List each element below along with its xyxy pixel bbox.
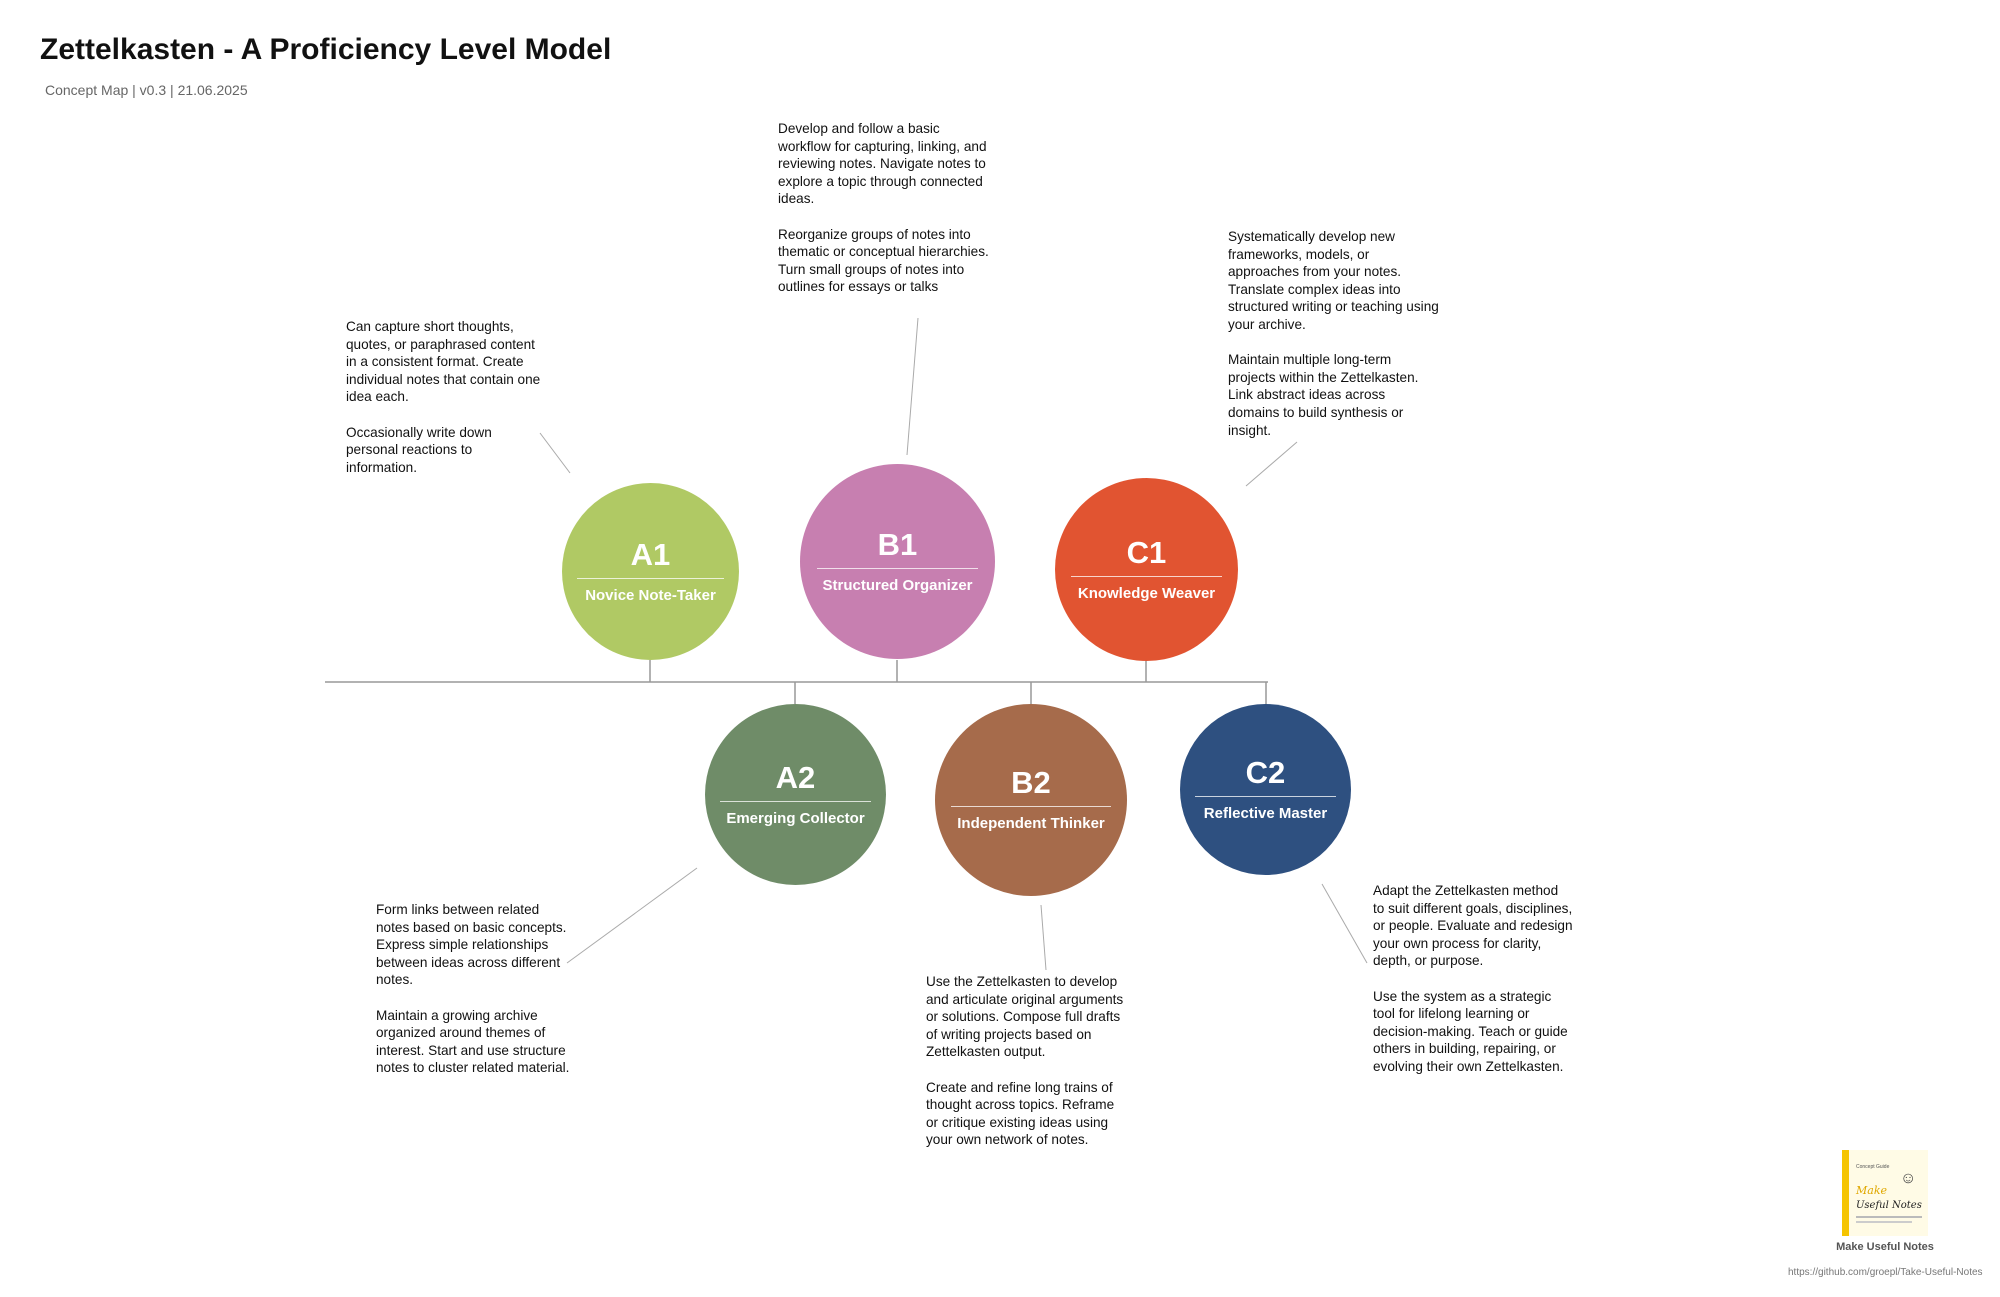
level-code: B2 — [1011, 765, 1051, 801]
level-node-b1: B1 Structured Organizer — [800, 464, 995, 659]
logo-bar — [1842, 1150, 1849, 1236]
level-description-c1: Systematically develop new frameworks, m… — [1228, 229, 1439, 438]
pointer-a2 — [566, 867, 698, 964]
logo-caption: Make Useful Notes — [1836, 1241, 1934, 1253]
level-divider — [1194, 795, 1337, 797]
level-name: Emerging Collector — [726, 809, 865, 827]
level-divider — [1070, 575, 1223, 577]
level-name: Structured Organizer — [822, 576, 973, 594]
level-node-a1: A1 Novice Note-Taker — [562, 483, 739, 660]
mascot-icon: ☺ — [1900, 1170, 1917, 1187]
page-subtitle: Concept Map | v0.3 | 21.06.2025 — [45, 82, 248, 98]
page-title: Zettelkasten - A Proficiency Level Model — [40, 33, 612, 66]
level-name: Novice Note-Taker — [585, 586, 716, 604]
make-useful-notes-logo: Concept Guide ☺ Make Useful Notes — [1842, 1150, 1928, 1236]
level-divider — [816, 567, 979, 569]
logo-small-text: Concept Guide — [1856, 1164, 1890, 1170]
level-name: Knowledge Weaver — [1077, 584, 1216, 602]
level-code: B1 — [877, 526, 918, 562]
source-url[interactable]: https://github.com/groepl/Take-Useful-No… — [1788, 1267, 1983, 1278]
level-description-c2: Adapt the Zettelkasten method to suit di… — [1373, 883, 1573, 1074]
level-code: C2 — [1245, 754, 1286, 790]
pointer-b2 — [1040, 904, 1047, 971]
level-divider — [951, 806, 1111, 808]
pointer-b1 — [906, 317, 919, 456]
level-description-b2: Use the Zettelkasten to develop and arti… — [926, 974, 1124, 1148]
level-node-b2: B2 Independent Thinker — [935, 704, 1127, 896]
level-code: A1 — [630, 536, 671, 572]
level-description-a2: Form links between related notes based o… — [376, 902, 570, 1076]
logo-text-line — [1856, 1221, 1912, 1223]
level-description-b1: Develop and follow a basic workflow for … — [778, 121, 989, 295]
logo-useful-text: Useful Notes — [1856, 1200, 1922, 1211]
level-divider — [720, 800, 871, 802]
level-name: Independent Thinker — [957, 815, 1105, 833]
level-divider — [577, 577, 724, 579]
level-node-c2: C2 Reflective Master — [1180, 704, 1351, 875]
level-code: C1 — [1126, 534, 1167, 570]
pointer-c1 — [1245, 441, 1298, 487]
level-node-c1: C1 Knowledge Weaver — [1055, 478, 1238, 661]
level-code: A2 — [775, 759, 816, 795]
level-description-a1: Can capture short thoughts, quotes, or p… — [346, 319, 541, 475]
pointer-a1 — [539, 432, 571, 474]
logo-text-line — [1856, 1216, 1922, 1218]
level-name: Reflective Master — [1203, 804, 1328, 822]
logo-make-text: Make — [1856, 1184, 1887, 1197]
level-node-a2: A2 Emerging Collector — [705, 704, 886, 885]
pointer-c2 — [1321, 883, 1368, 964]
